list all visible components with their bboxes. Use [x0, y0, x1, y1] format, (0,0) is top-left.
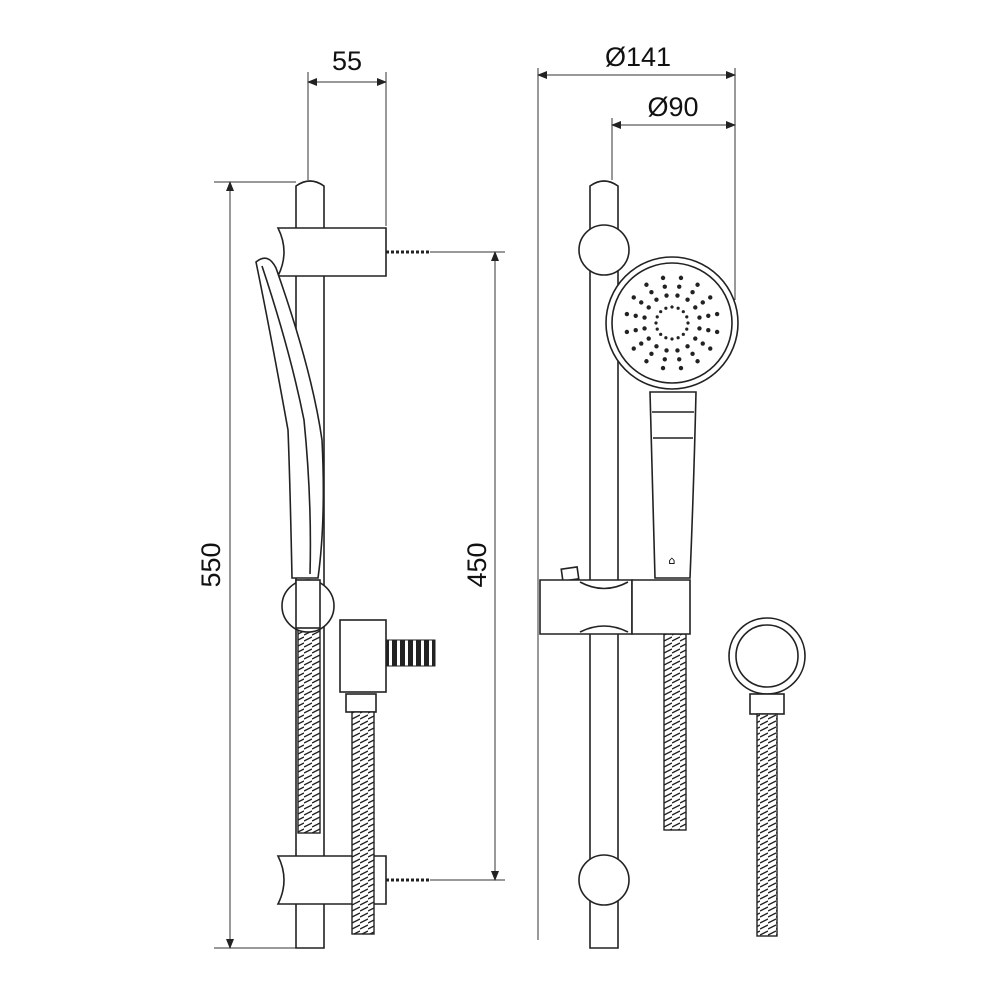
nozzle-dot [644, 359, 649, 364]
nozzle-dot [633, 328, 638, 333]
nozzle-dot [662, 357, 667, 362]
nozzle-dot [633, 313, 638, 318]
nozzle-dot [697, 326, 702, 331]
nozzle-dot [685, 315, 689, 319]
nozzle-dot [677, 357, 682, 362]
top-wall-bracket-side [276, 227, 430, 277]
wall-outlet-front [728, 617, 806, 937]
nozzle-dot [624, 329, 630, 335]
nozzle-dot [654, 297, 659, 302]
dimension-141: Ø141 [537, 42, 736, 940]
nozzle-dot [681, 310, 685, 314]
nozzle-dot [664, 306, 668, 310]
nozzle-dot [685, 327, 689, 331]
nozzle-dot [695, 282, 700, 287]
nozzle-dot [624, 311, 630, 317]
nozzle-dot [631, 346, 636, 351]
nozzle-dot [664, 336, 668, 340]
dimension-label-90: Ø90 [647, 92, 698, 122]
nozzle-dot [714, 311, 720, 317]
dimension-550: 550 [196, 181, 296, 949]
spray-nozzles [624, 275, 720, 371]
nozzle-dot [646, 305, 651, 310]
nozzle-dot [662, 284, 667, 289]
nozzle-dot [690, 290, 695, 295]
side-view: 55 550 450 [196, 46, 505, 949]
nozzle-dot [685, 297, 690, 302]
wall-outlet-elbow-side [339, 619, 436, 935]
nozzle-dot [654, 344, 659, 349]
nozzle-dot [685, 344, 690, 349]
hose-side [297, 627, 321, 834]
top-end-cap [578, 224, 630, 276]
slider-bracket [539, 566, 691, 635]
nozzle-dot [659, 310, 663, 314]
nozzle-dot [646, 336, 651, 341]
nozzle-dot [700, 300, 705, 305]
nozzle-dot [686, 321, 690, 325]
nozzle-dot [675, 293, 680, 298]
bottom-end-cap [578, 854, 630, 906]
nozzle-dot [670, 305, 674, 309]
nozzle-dot [706, 313, 711, 318]
nozzle-dot [631, 295, 636, 300]
nozzle-dot [660, 275, 666, 281]
nozzle-dot [678, 365, 684, 371]
nozzle-dot [677, 284, 682, 289]
nozzle-dot [700, 341, 705, 346]
nozzle-dot [639, 300, 644, 305]
nozzle-dot [708, 295, 713, 300]
nozzle-dot [655, 315, 659, 319]
dimension-label-141: Ø141 [605, 42, 671, 72]
nozzle-dot [664, 293, 669, 298]
nozzle-dot [697, 315, 702, 320]
nozzle-dot [644, 282, 649, 287]
dimension-55: 55 [307, 46, 387, 226]
nozzle-dot [690, 351, 695, 356]
dimension-label-450: 450 [462, 542, 492, 587]
dimension-label-55: 55 [332, 46, 362, 76]
handset-side [255, 257, 325, 579]
nozzle-dot [649, 351, 654, 356]
dimension-450: 450 [430, 251, 505, 881]
nozzle-dot [654, 321, 658, 325]
nozzle-dot [675, 348, 680, 353]
nozzle-dot [676, 336, 680, 340]
hose-front [663, 633, 687, 831]
nozzle-dot [708, 346, 713, 351]
nozzle-dot [670, 337, 674, 341]
riser-rail-front [589, 180, 619, 949]
nozzle-dot [639, 341, 644, 346]
dimension-90: Ø90 [611, 92, 736, 180]
front-view: Ø141 Ø90 ⌂ [537, 42, 806, 949]
nozzle-dot [676, 306, 680, 310]
nozzle-dot [655, 327, 659, 331]
nozzle-dot [659, 332, 663, 336]
nozzle-dot [649, 290, 654, 295]
nozzle-dot [693, 305, 698, 310]
nozzle-dot [681, 332, 685, 336]
nozzle-dot [695, 359, 700, 364]
nozzle-dot [642, 315, 647, 320]
handset-front: ⌂ [605, 256, 739, 579]
nozzle-dot [706, 328, 711, 333]
nozzle-dot [642, 326, 647, 331]
nozzle-dot [660, 365, 666, 371]
logo-icon: ⌂ [669, 554, 676, 567]
dimension-label-550: 550 [196, 542, 226, 587]
nozzle-dot [714, 329, 720, 335]
nozzle-dot [664, 348, 669, 353]
nozzle-dot [678, 275, 684, 281]
nozzle-dot [693, 336, 698, 341]
